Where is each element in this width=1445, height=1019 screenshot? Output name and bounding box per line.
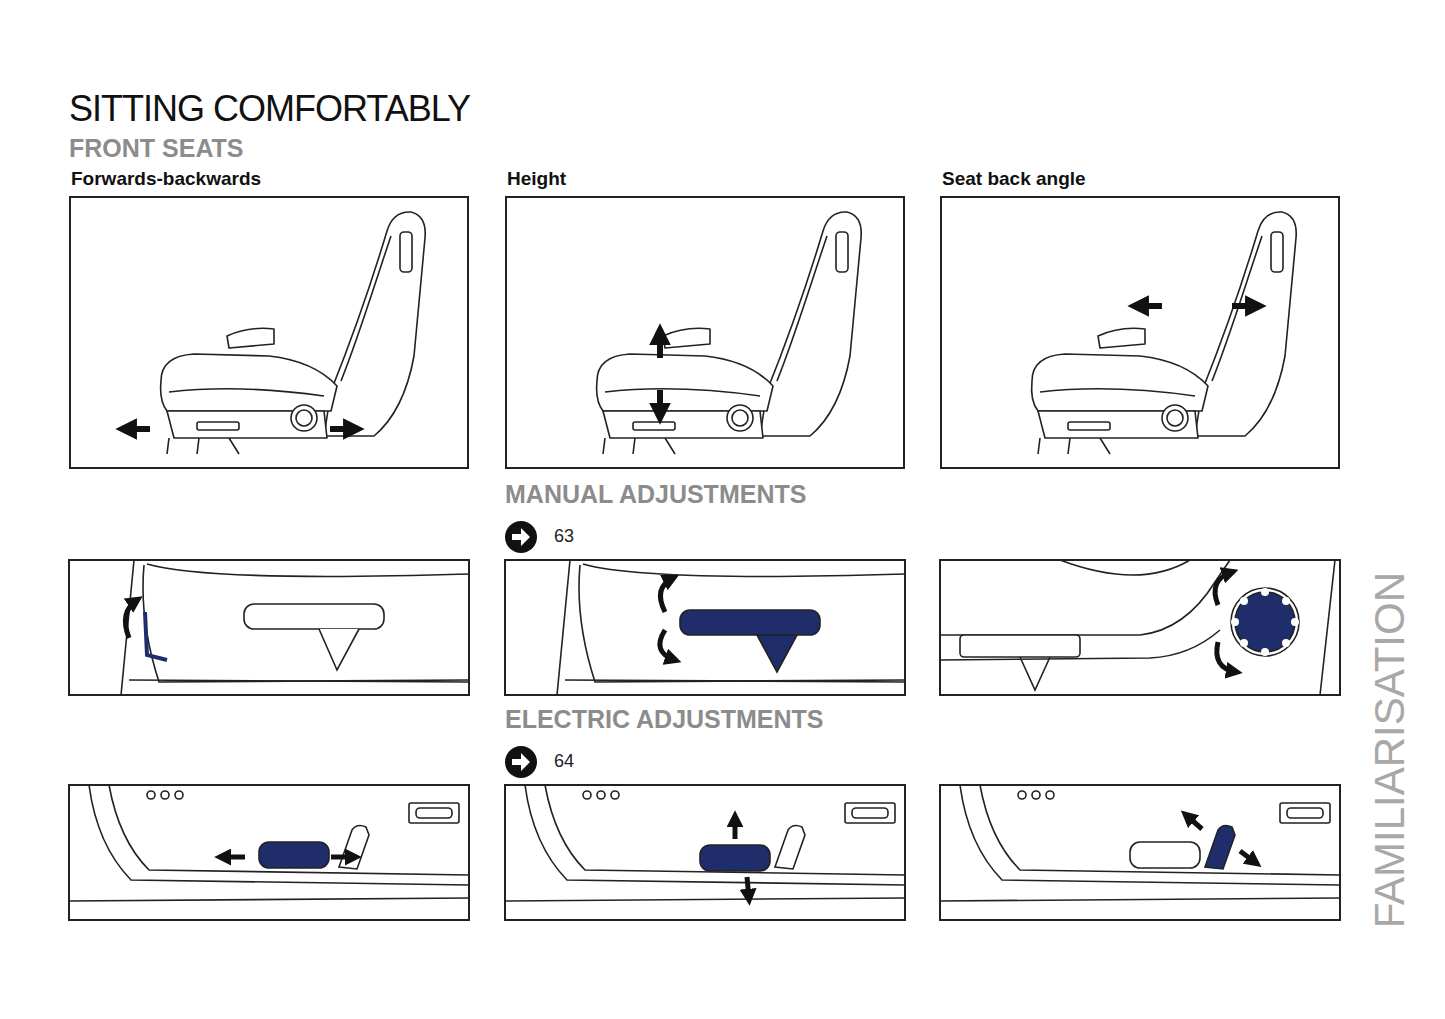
section-heading: MANUAL ADJUSTMENTS	[505, 480, 806, 509]
panel-heading: Height	[507, 168, 566, 190]
section-heading: FRONT SEATS	[69, 134, 244, 163]
chapter-tab: FAMILIARISATION	[1366, 572, 1414, 928]
page-reference: 64	[554, 751, 574, 772]
page-reference: 63	[554, 526, 574, 547]
illustration-panel: Height	[505, 196, 905, 469]
panel-heading: Seat back angle	[942, 168, 1086, 190]
illustration-panel: Forwards-backwards	[69, 196, 469, 469]
section-heading: ELECTRIC ADJUSTMENTS	[505, 705, 824, 734]
page-title: SITTING COMFORTABLY	[69, 88, 470, 129]
illustration-panel: Seat back angle	[940, 196, 1340, 469]
panel-heading: Forwards-backwards	[71, 168, 261, 190]
